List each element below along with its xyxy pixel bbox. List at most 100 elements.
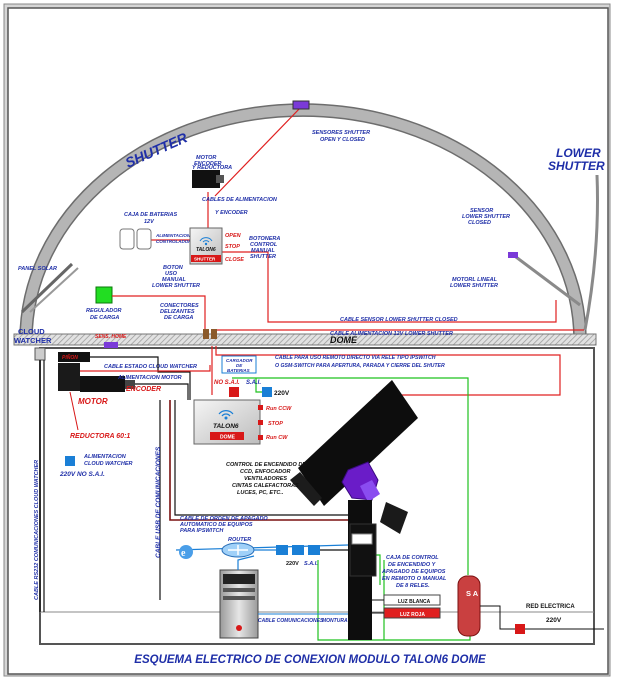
cable-alim-lower-label: CABLE ALIMENTACION 12V LOWER SHUTTER xyxy=(330,331,453,337)
router-icon xyxy=(221,542,255,558)
sai-label: S.A.I. xyxy=(246,380,261,386)
caja-control-label-5: DE 8 RELES. xyxy=(396,583,430,589)
caja-baterias-label-1: CAJA DE BATERIAS xyxy=(124,212,178,218)
caja-control-box xyxy=(349,523,377,577)
router-label: ROUTER xyxy=(228,537,251,543)
talon-dome-label: TALON6 xyxy=(213,423,239,430)
caja-control-label-4: EN REMOTO O MANUAL xyxy=(382,576,447,582)
botonera-label-3: MANUAL xyxy=(251,248,275,254)
outlet-sai-2 xyxy=(276,545,288,555)
luz-blanca-label: LUZ BLANCA xyxy=(398,599,431,605)
v220-small-label: 220V xyxy=(286,561,299,567)
montura-label: MONTURA xyxy=(322,618,348,624)
svg-text:e: e xyxy=(181,548,186,559)
cable-orden-label-2: AUTOMATICO DE EQUIPOS xyxy=(179,522,253,528)
outlet-sai-3 xyxy=(292,545,304,555)
conectores-label-1: CONECTORES xyxy=(160,303,199,309)
sensor-lower-label-2: LOWER SHUTTER xyxy=(462,214,510,220)
motor-dome xyxy=(80,376,125,392)
cable-orden-label-3: PARA IPSWITCH xyxy=(180,528,224,534)
luz-roja-label: LUZ ROJA xyxy=(400,612,425,618)
motor-encoder-shutter xyxy=(192,170,220,188)
alim-motor-label: ALIMENTACION MOTOR xyxy=(117,375,182,381)
control-label-5: LUCES, PC, ETC.. xyxy=(237,490,284,496)
alim-controlador-label-1: ALIMENTACION xyxy=(155,233,191,238)
cloud-watcher-label-2: WATCHER xyxy=(14,336,52,345)
cloud-watcher-label-1: CLOUD xyxy=(18,327,45,336)
control-label-3: VENTILADORES xyxy=(244,476,287,482)
pinion-block xyxy=(58,352,90,362)
conector-deslizante-1 xyxy=(203,329,209,339)
conector-deslizante-2 xyxy=(211,329,217,339)
boton-label-2: USO xyxy=(165,271,178,277)
caja-control-label-3: APAGADO DE EQUIPOS xyxy=(381,569,446,575)
talon-shutter-sub: SHUTTER xyxy=(194,257,216,262)
motor-encoder-label-2: ENCODER xyxy=(194,161,222,167)
panel-solar-label: PANEL SOLAR xyxy=(18,266,57,272)
control-label-1: CONTROL DE ENCENDIDO DE: xyxy=(226,462,308,468)
outlet-no-sai xyxy=(229,387,239,397)
cable-orden-apagado xyxy=(169,400,348,521)
sensores-shutter xyxy=(292,100,310,110)
wire-regulador-conectores xyxy=(112,295,206,330)
cargador-baterias xyxy=(221,355,257,374)
diagram-title: ESQUEMA ELECTRICO DE CONEXION MODULO TAL… xyxy=(134,654,486,666)
caja-control-label-1: CAJA DE CONTROL xyxy=(386,555,439,561)
cable-remoto-label-1: CABLE PARA USO REMOTO DIRECTO VIA RELE T… xyxy=(275,355,436,361)
regulador-label-2: DE CARGA xyxy=(90,315,119,321)
open-label: OPEN xyxy=(225,233,242,239)
cables-alim-label-2: Y ENCODER xyxy=(215,210,248,216)
motor-lineal-label-2: LOWER SHUTTER xyxy=(450,283,498,289)
reductora xyxy=(58,363,80,391)
talon-dome-sub: DOME xyxy=(220,435,236,441)
reductora-label: REDUCTORA 60:1 xyxy=(70,433,130,440)
outlet-cloud-watcher xyxy=(65,456,75,466)
caja-control-label-2: DE ENCENDIDO Y xyxy=(388,562,437,568)
cable-orden-label-1: CABLE DE ORDEN DE APAGADO xyxy=(180,516,268,522)
caja-baterias-label-2: 12V xyxy=(144,219,155,225)
sai-vertical-label: S A I xyxy=(466,589,482,598)
bateria-1 xyxy=(119,228,135,250)
pc-tower-icon xyxy=(219,569,259,639)
cable-sensor-lower-label: CABLE SENSOR LOWER SHUTTER CLOSED xyxy=(340,317,458,323)
cable-rs232-label: CABLE RS232 COMUNICACIONES CLOUD WATCHER xyxy=(34,460,40,600)
cable-usb-com-label: CABLE USB DE COMUNICACIONES xyxy=(155,446,162,558)
run-ccw-label: Run CCW xyxy=(266,406,292,412)
sensor-lower-shutter xyxy=(508,252,518,258)
boton-label-4: LOWER SHUTTER xyxy=(152,283,200,289)
control-label-2: CCD, ENFOCADOR xyxy=(240,469,290,475)
v220-label: 220V xyxy=(274,390,290,397)
cable-remoto-label-2: O GSM-SWITCH PARA APERTURA, PARADA Y CIE… xyxy=(275,363,445,369)
dome-label: DOME xyxy=(330,335,358,345)
cable-comunicaciones-label: CABLE COMUNICACIONES xyxy=(258,618,324,624)
sensor-lower-label-1: SENSOR xyxy=(470,208,493,214)
botonera-label-4: SHUTTER xyxy=(250,254,276,260)
botonera-label-1: BOTONERA xyxy=(249,236,280,242)
motor-label: MOTOR xyxy=(78,397,108,406)
sensores-label-1: SENSORES SHUTTER xyxy=(312,130,370,136)
cable-estado-cw-label: CABLE ESTADO CLOUD WATCHER xyxy=(104,364,197,370)
no-sai-label: NO S.A.I. xyxy=(214,380,240,386)
counterweight xyxy=(380,502,408,534)
outlet-red-electrica xyxy=(515,624,525,634)
alim-controlador-label-2: CONTROLADOR xyxy=(156,239,192,244)
dome-base xyxy=(13,333,597,346)
motor-lineal-label-1: MOTORL LINEAL xyxy=(452,277,498,283)
talon-shutter-label: TALON6 xyxy=(196,247,216,253)
telescope-tube xyxy=(298,380,418,506)
regulador-carga xyxy=(95,286,113,304)
close-label: CLOSE xyxy=(225,257,244,263)
cargador-label-1: CARGADOR xyxy=(226,358,253,363)
outlet-sai xyxy=(262,387,272,397)
control-label-4: CINTAS CALEFACTORAS xyxy=(232,483,299,489)
bateria-2 xyxy=(136,228,152,250)
sens-home xyxy=(104,342,118,348)
regulador-label-1: REGULADOR xyxy=(86,308,121,314)
wifi-icon xyxy=(218,410,234,420)
conectores-label-2: DELIZANTES xyxy=(160,309,195,315)
motor-encoder-label-1: MOTOR xyxy=(196,155,216,161)
solar-panel xyxy=(20,262,74,314)
boton-label-3: MANUAL xyxy=(162,277,186,283)
lower-shutter-flap xyxy=(583,174,599,331)
